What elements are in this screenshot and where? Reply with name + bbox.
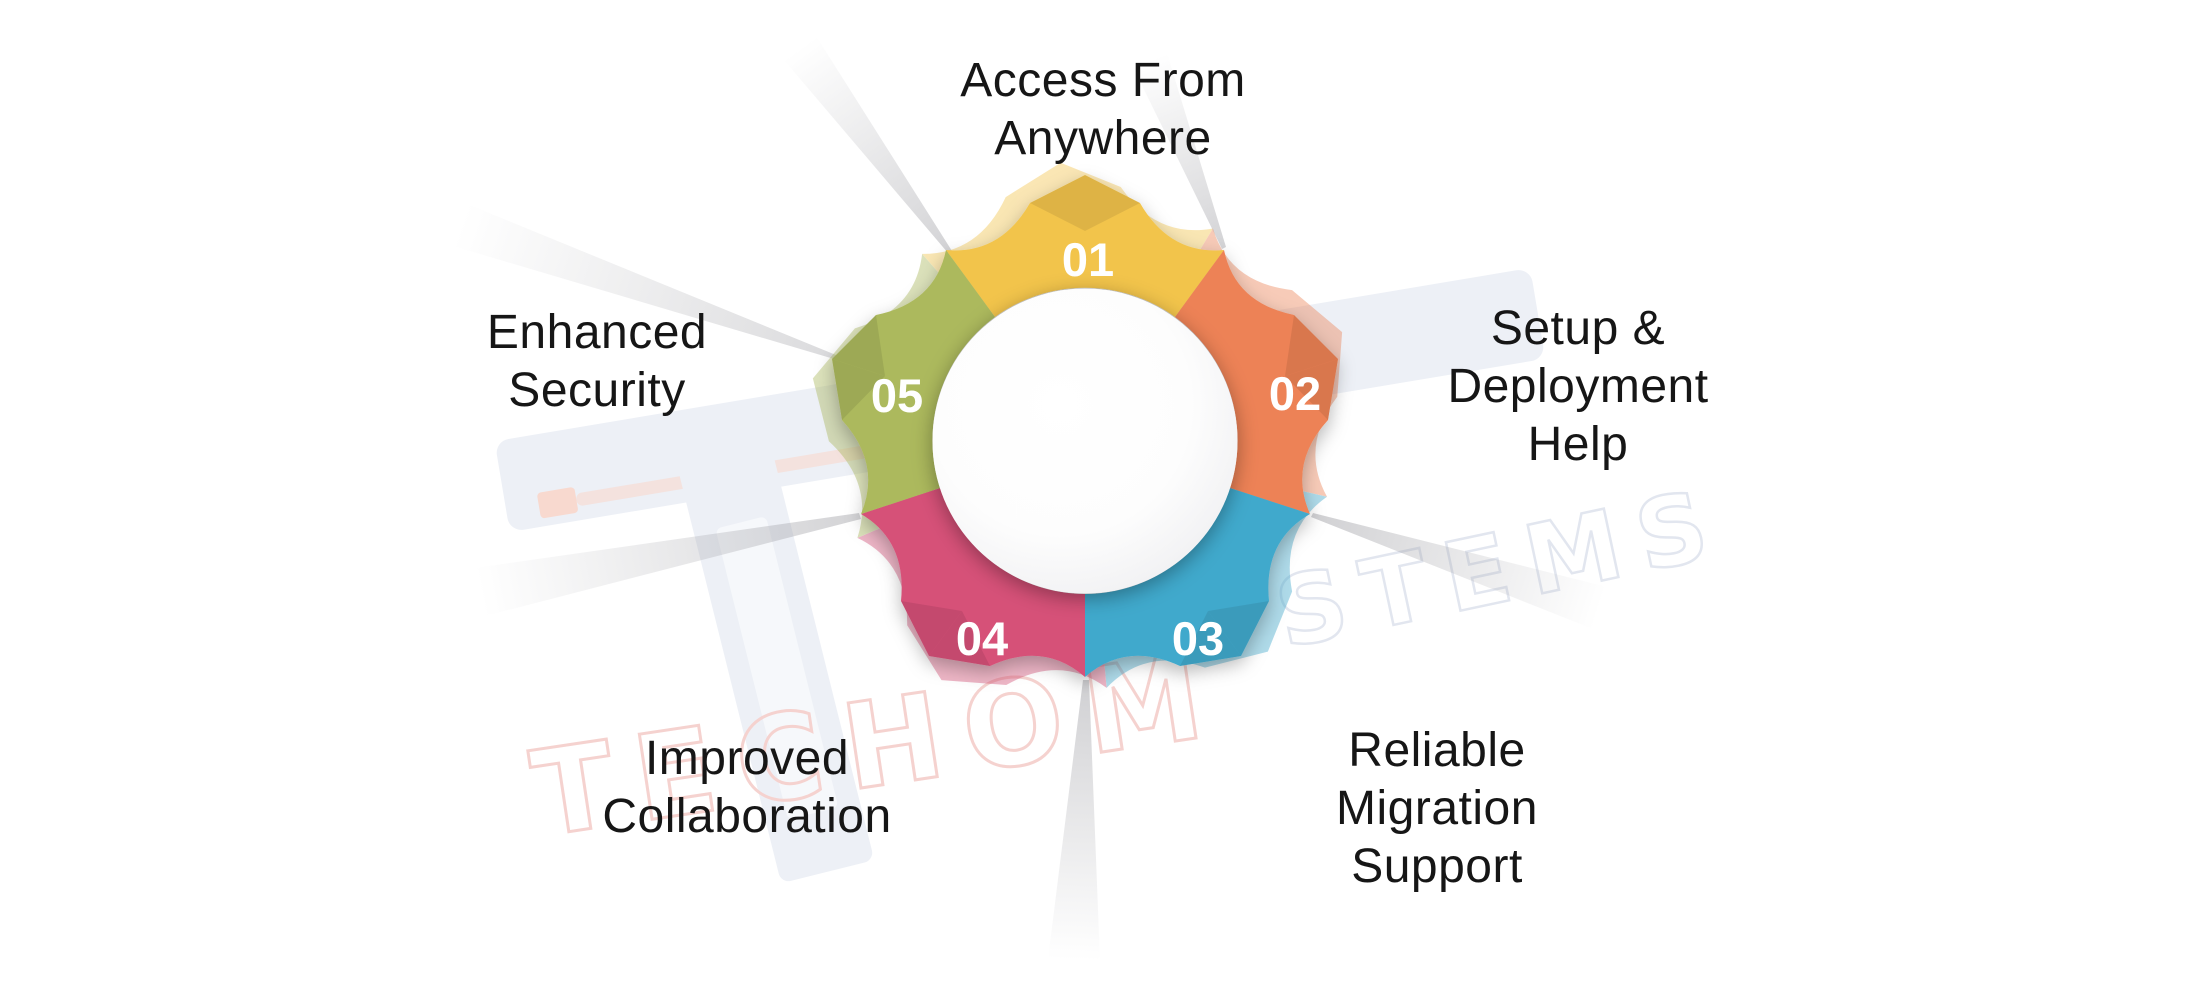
segment-fold xyxy=(1285,315,1338,376)
segment-fold xyxy=(1030,175,1085,231)
shadow-beams xyxy=(453,36,1607,961)
segment-fold xyxy=(1085,175,1140,231)
segment-number-04: 04 xyxy=(956,612,1008,665)
label-line: Access From xyxy=(960,54,1246,107)
label-line: Improved xyxy=(644,732,850,785)
segment-fold xyxy=(1208,601,1269,656)
segment-label-05: Enhanced Security xyxy=(397,304,797,420)
segment-numbers: 01 02 03 04 05 xyxy=(871,233,1321,665)
segment-fold xyxy=(1285,359,1338,420)
label-line: Anywhere xyxy=(994,112,1212,165)
shadow-beam-right xyxy=(1311,513,1607,629)
watermark-arrow-tab xyxy=(537,487,578,519)
segment-02 xyxy=(1175,250,1338,514)
segment-label-03: Reliable Migration Support xyxy=(1237,722,1637,896)
shadow-beam-left xyxy=(475,513,861,616)
label-line: Migration xyxy=(1336,782,1538,835)
segment-fold xyxy=(1180,611,1241,666)
label-line: Setup & xyxy=(1490,302,1666,355)
label-line: Enhanced xyxy=(486,306,708,359)
wheel-center-circle xyxy=(932,288,1238,594)
segment-fold xyxy=(901,601,962,656)
wheel: 01 02 03 04 05 xyxy=(812,162,1343,688)
label-line: Support xyxy=(1351,840,1523,893)
segment-label-02: Setup & Deployment Help xyxy=(1378,300,1778,474)
shadow-beam-top-left xyxy=(784,36,952,253)
segment-label-01: Access From Anywhere xyxy=(883,52,1323,168)
wheel-segments xyxy=(832,175,1338,677)
label-line: Collaboration xyxy=(602,790,892,843)
label-line: Deployment xyxy=(1447,360,1709,413)
segment-01 xyxy=(946,175,1224,317)
segment-05 xyxy=(832,250,995,514)
segment-fold xyxy=(832,359,885,420)
watermark-t-stem-inner xyxy=(716,517,838,819)
segment-number-01: 01 xyxy=(1062,233,1114,286)
segment-number-02: 02 xyxy=(1269,367,1321,420)
shadow-beam-upper-left xyxy=(453,204,836,359)
segment-number-05: 05 xyxy=(871,369,923,422)
label-line: Help xyxy=(1527,418,1629,471)
segment-fold xyxy=(832,315,885,376)
shadow-beam-top-right xyxy=(1133,53,1226,249)
label-line: Reliable xyxy=(1348,724,1526,777)
segment-fold xyxy=(929,611,990,666)
segment-number-03: 03 xyxy=(1172,612,1224,665)
shadow-beam-bottom xyxy=(1048,680,1100,961)
segment-tip-folds xyxy=(832,175,1338,666)
segment-label-04: Improved Collaboration xyxy=(547,730,947,846)
label-line: Security xyxy=(508,364,686,417)
